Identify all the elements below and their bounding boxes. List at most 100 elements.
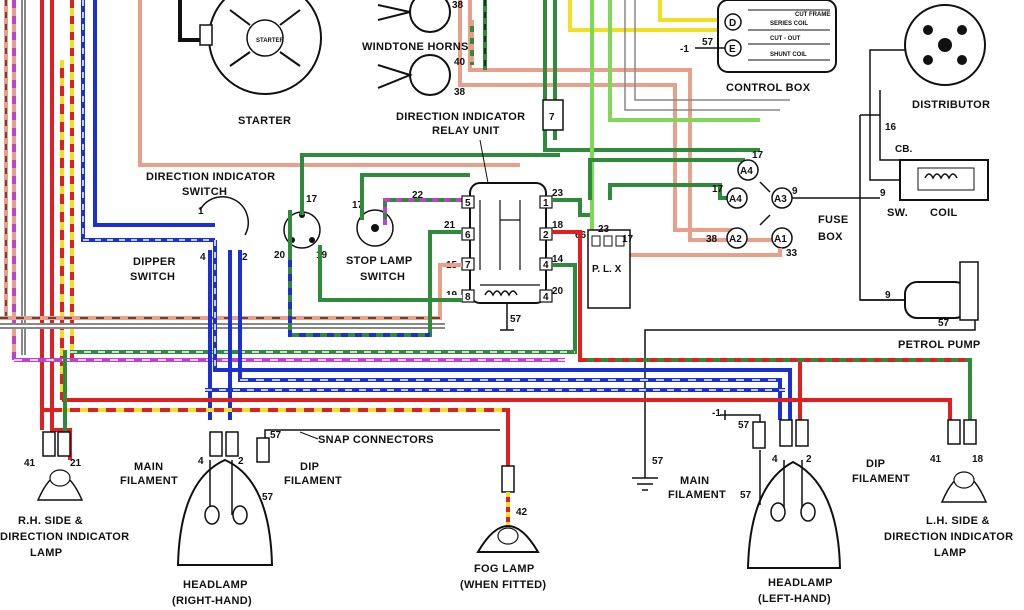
svg-text:A3: A3: [774, 194, 787, 205]
left-wire-bundle: [4, 0, 520, 430]
svg-text:SW.: SW.: [887, 207, 908, 219]
svg-text:(RIGHT-HAND): (RIGHT-HAND): [172, 595, 252, 607]
svg-text:41: 41: [24, 458, 36, 469]
svg-text:38: 38: [452, 0, 464, 11]
svg-text:DIRECTION INDICATOR: DIRECTION INDICATOR: [0, 531, 129, 543]
svg-text:A2: A2: [729, 234, 742, 245]
svg-text:4: 4: [543, 260, 549, 271]
svg-text:23: 23: [552, 188, 564, 199]
starter-label: STARTER: [238, 115, 291, 127]
svg-text:R.H. SIDE &: R.H. SIDE &: [18, 515, 83, 527]
svg-text:FILAMENT: FILAMENT: [668, 489, 726, 501]
svg-text:E: E: [729, 44, 736, 55]
fuse-box: A4 A4 A3 A2 A1 17 17 9 38 33 FUSE BOX: [588, 150, 880, 259]
svg-text:18: 18: [552, 220, 564, 231]
svg-text:A4: A4: [729, 194, 742, 205]
svg-text:HEADLAMP: HEADLAMP: [183, 579, 248, 591]
svg-text:16: 16: [885, 122, 897, 133]
svg-text:14: 14: [552, 254, 564, 265]
snap-connectors-label: SNAP CONNECTORS: [318, 434, 434, 446]
svg-text:17: 17: [622, 234, 634, 245]
svg-text:17: 17: [352, 200, 364, 211]
lower-feed-wires: [40, 350, 952, 470]
connector-7: [542, 99, 564, 131]
svg-text:42: 42: [516, 507, 528, 518]
svg-text:DIRECTION INDICATOR: DIRECTION INDICATOR: [146, 171, 275, 183]
svg-text:DIPPER: DIPPER: [133, 256, 176, 268]
svg-text:FILAMENT: FILAMENT: [852, 473, 910, 485]
svg-text:4: 4: [198, 456, 204, 467]
svg-text:FILAMENT: FILAMENT: [120, 475, 178, 487]
svg-text:21: 21: [70, 458, 82, 469]
svg-text:57: 57: [740, 490, 752, 501]
svg-text:17: 17: [306, 194, 318, 205]
svg-text:SWITCH: SWITCH: [182, 186, 227, 198]
svg-text:23: 23: [598, 224, 610, 235]
svg-text:7: 7: [465, 260, 471, 271]
svg-text:DIRECTION INDICATOR: DIRECTION INDICATOR: [396, 111, 525, 123]
stop-lamp-switch: 17 22 STOP LAMP SWITCH: [346, 173, 470, 283]
svg-text:57: 57: [938, 318, 950, 329]
svg-text:40: 40: [454, 57, 466, 68]
svg-text:D: D: [729, 18, 736, 29]
svg-text:2: 2: [242, 252, 248, 263]
svg-text:33: 33: [786, 248, 798, 259]
svg-text:41: 41: [930, 454, 942, 465]
direction-indicator-relay-unit: DIRECTION INDICATOR RELAY UNIT 5 6 7 8 1…: [396, 111, 564, 331]
svg-text:-1: -1: [680, 44, 689, 55]
control-box-label: CONTROL BOX: [726, 82, 811, 94]
svg-text:57: 57: [510, 314, 522, 325]
petrol-pump: 9 57 PETROL PUMP: [644, 261, 981, 470]
svg-text:18: 18: [972, 454, 984, 465]
svg-text:38: 38: [706, 234, 718, 245]
svg-text:9: 9: [885, 290, 891, 301]
middle-harness: [0, 198, 972, 420]
svg-text:7: 7: [549, 112, 555, 123]
svg-text:DIP: DIP: [300, 461, 319, 473]
svg-text:A1: A1: [774, 234, 787, 245]
svg-text:17: 17: [712, 184, 724, 195]
svg-text:DIRECTION INDICATOR: DIRECTION INDICATOR: [884, 531, 1013, 543]
svg-text:1: 1: [543, 198, 549, 209]
svg-text:5: 5: [465, 198, 471, 209]
svg-text:SHUNT COIL: SHUNT COIL: [770, 52, 807, 58]
petrol-pump-label: PETROL PUMP: [898, 339, 981, 351]
svg-text:20: 20: [274, 250, 286, 261]
ground-connection: 57: [632, 456, 664, 491]
windtone-horns: WINDTONE HORNS 38 40 38: [362, 0, 487, 98]
svg-text:17: 17: [752, 150, 764, 161]
lh-side-lamp: 41 18 L.H. SIDE & DIRECTION INDICATOR LA…: [884, 419, 1013, 559]
svg-text:LAMP: LAMP: [30, 547, 62, 559]
svg-text:P. L. X: P. L. X: [592, 264, 622, 275]
svg-text:2: 2: [543, 230, 549, 241]
svg-text:L.H. SIDE &: L.H. SIDE &: [926, 515, 990, 527]
ignition-coil: SW. COIL 9: [859, 114, 989, 301]
coil-label: COIL: [930, 207, 957, 219]
svg-text:2: 2: [238, 456, 244, 467]
rh-side-lamp: 41 21 R.H. SIDE & DIRECTION INDICATOR LA…: [0, 431, 129, 559]
svg-text:LAMP: LAMP: [934, 547, 966, 559]
windtone-horns-label: WINDTONE HORNS: [362, 41, 469, 53]
distributor: DISTRIBUTOR 16 CB.: [869, 4, 990, 181]
svg-text:FOG LAMP: FOG LAMP: [474, 563, 534, 575]
svg-text:FUSE: FUSE: [818, 214, 849, 226]
svg-text:20: 20: [552, 286, 564, 297]
svg-text:SWITCH: SWITCH: [360, 271, 405, 283]
svg-text:57: 57: [738, 420, 750, 431]
svg-text:2: 2: [806, 454, 812, 465]
svg-text:8: 8: [465, 292, 471, 303]
svg-text:SERIES COIL: SERIES COIL: [770, 21, 808, 27]
starter: STARTER STARTER: [178, 0, 322, 127]
svg-text:4: 4: [772, 454, 778, 465]
control-box: D E SERIES COIL CUT - OUT SHUNT COIL CUT…: [680, 0, 837, 94]
svg-text:(WHEN FITTED): (WHEN FITTED): [460, 579, 546, 591]
svg-text:57: 57: [652, 456, 664, 467]
lh-headlamp: -1 57 4 2 57 MAIN FILAMENT DIP FILAMENT …: [668, 408, 910, 605]
svg-text:-1: -1: [712, 408, 721, 419]
svg-text:22: 22: [412, 190, 424, 201]
svg-text:9: 9: [792, 186, 798, 197]
svg-text:SWITCH: SWITCH: [130, 271, 175, 283]
svg-text:57: 57: [702, 37, 714, 48]
svg-text:CUT FRAME: CUT FRAME: [795, 12, 830, 18]
